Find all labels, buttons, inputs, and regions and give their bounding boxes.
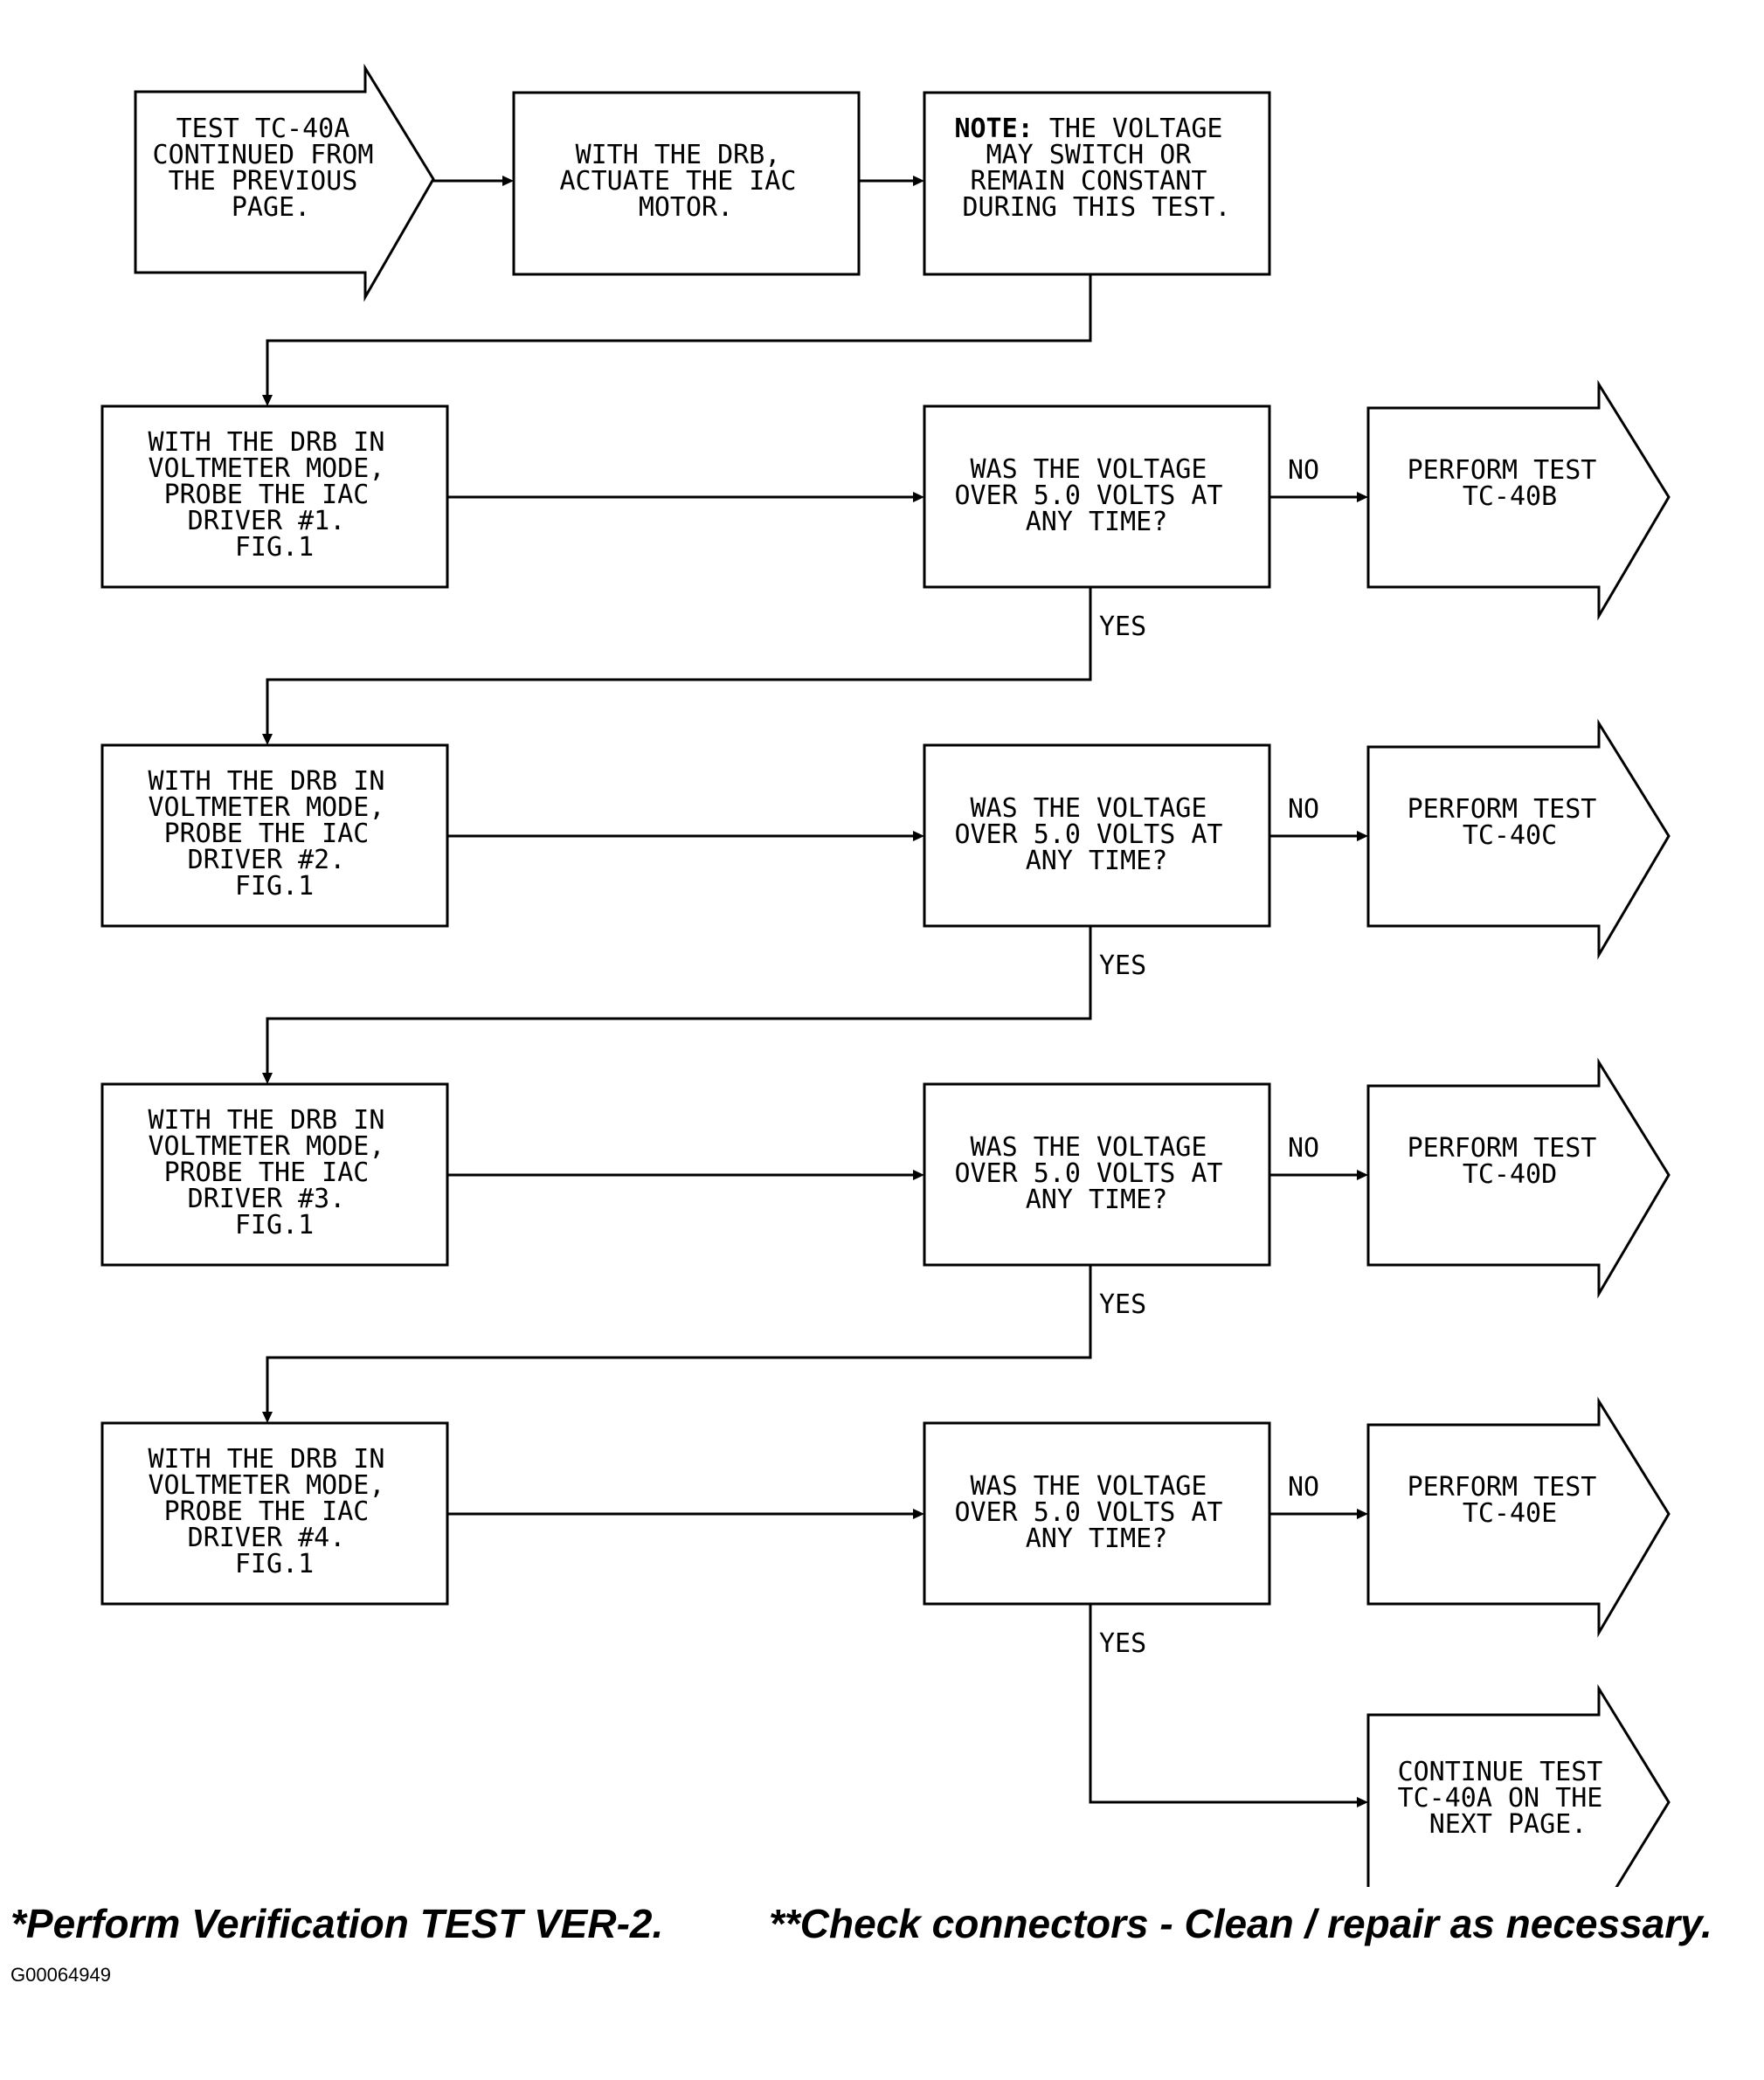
row-2: WITH THE DRB IN VOLTMETER MODE, PROBE TH… xyxy=(100,718,1671,981)
svg-text:PERFORM TEST TC-40C: PERFORM TEST TC-40C xyxy=(1408,794,1613,851)
result-arrow-box-4 xyxy=(1366,1396,1671,1638)
question-box-2 xyxy=(923,743,1271,928)
svg-text:WITH THE DRB IN VOLTMETE: WITH THE DRB IN VOLTMETER MODE, PROBE TH… xyxy=(149,766,401,902)
svg-text:CONTINUE TEST TC-40A ON: CONTINUE TEST TC-40A ON THE NEXT PAGE. xyxy=(1398,1757,1619,1840)
svg-text:WAS THE VOLTAGE OVER 5.0: WAS THE VOLTAGE OVER 5.0 VOLTS AT ANY TI… xyxy=(954,1471,1238,1554)
row-3: WITH THE DRB IN VOLTMETER MODE, PROBE TH… xyxy=(100,1057,1671,1320)
svg-text:WITH THE DRB IN VOLTMETE: WITH THE DRB IN VOLTMETER MODE, PROBE TH… xyxy=(149,1105,401,1240)
row-4: WITH THE DRB IN VOLTMETER MODE, PROBE TH… xyxy=(100,1396,1671,1659)
arrow-to-continue xyxy=(1357,1797,1368,1807)
yes-label-2: YES xyxy=(1099,950,1146,981)
row-1: WITH THE DRB IN VOLTMETER MODE, PROBE TH… xyxy=(100,379,1671,642)
question-box-3 xyxy=(923,1082,1271,1267)
no-label-1: NO xyxy=(1288,455,1319,486)
svg-text:WAS THE VOLTAGE OVER 5.0: WAS THE VOLTAGE OVER 5.0 VOLTS AT ANY TI… xyxy=(954,793,1238,876)
arrow-to-probe-4 xyxy=(262,1412,273,1423)
no-label-2: NO xyxy=(1288,794,1319,825)
probe-box-4 xyxy=(100,1421,449,1606)
question-box-4 xyxy=(923,1421,1271,1606)
footnote-connectors: **Check connectors - Clean / repair as n… xyxy=(769,1901,1712,1946)
svg-text:PERFORM TEST TC-40D: PERFORM TEST TC-40D xyxy=(1408,1133,1613,1190)
no-label-4: NO xyxy=(1288,1472,1319,1503)
svg-text:PERFORM TEST TC-40E: PERFORM TEST TC-40E xyxy=(1408,1472,1613,1529)
arrow-to-probe-2 xyxy=(262,734,273,745)
svg-text:TEST TC-40A CONTINUED FR: TEST TC-40A CONTINUED FROM THE PREVIOUS … xyxy=(153,114,390,223)
result-arrow-box-3 xyxy=(1366,1057,1671,1299)
svg-text:WITH THE DRB IN VOLTMETE: WITH THE DRB IN VOLTMETER MODE, PROBE TH… xyxy=(149,427,401,563)
result-arrow-box-1 xyxy=(1366,379,1671,621)
yes-label-3: YES xyxy=(1099,1289,1146,1320)
arrow-to-actuate xyxy=(502,176,514,186)
yes-label-4: YES xyxy=(1099,1628,1146,1659)
svg-text:WITH THE DRB, ACTUATE TH: WITH THE DRB, ACTUATE THE IAC MOTOR. xyxy=(560,140,813,223)
svg-text:NOTE: THE VOLTAGE MAY SW: NOTE: THE VOLTAGE MAY SWITCH OR REMAIN C… xyxy=(954,114,1238,223)
svg-text:WITH THE DRB IN VOLTMETE: WITH THE DRB IN VOLTMETER MODE, PROBE TH… xyxy=(149,1444,401,1579)
yes-label-1: YES xyxy=(1099,612,1146,642)
arrow-to-note xyxy=(913,176,924,186)
no-label-3: NO xyxy=(1288,1133,1319,1164)
continue-arrow-box: CONTINUE TEST TC-40A ON THE NEXT PAGE. xyxy=(1366,1683,1671,1887)
question-box-1 xyxy=(923,404,1271,589)
svg-text:PERFORM TEST TC-40B: PERFORM TEST TC-40B xyxy=(1408,455,1613,512)
footnote-verification: *Perform Verification TEST VER-2. xyxy=(10,1901,664,1946)
svg-text:WAS THE VOLTAGE OVER 5.0: WAS THE VOLTAGE OVER 5.0 VOLTS AT ANY TI… xyxy=(954,454,1238,537)
figure-id: G00064949 xyxy=(10,1964,111,1986)
svg-text:WAS THE VOLTAGE OVER 5.0: WAS THE VOLTAGE OVER 5.0 VOLTS AT ANY TI… xyxy=(954,1132,1238,1215)
arrow-to-probe-3 xyxy=(262,1073,273,1084)
actuate-box: WITH THE DRB, ACTUATE THE IAC MOTOR. xyxy=(512,91,861,276)
arrow-to-probe-1 xyxy=(262,395,273,406)
flowchart: TEST TC-40A CONTINUED FROM THE PREVIOUS … xyxy=(100,63,1671,1887)
start-arrow-box: TEST TC-40A CONTINUED FROM THE PREVIOUS … xyxy=(134,63,435,302)
result-arrow-box-2 xyxy=(1366,718,1671,960)
probe-box-2 xyxy=(100,743,449,928)
note-box: NOTE: THE VOLTAGE MAY SWITCH OR REMAIN C… xyxy=(923,91,1271,276)
probe-box-3 xyxy=(100,1082,449,1267)
